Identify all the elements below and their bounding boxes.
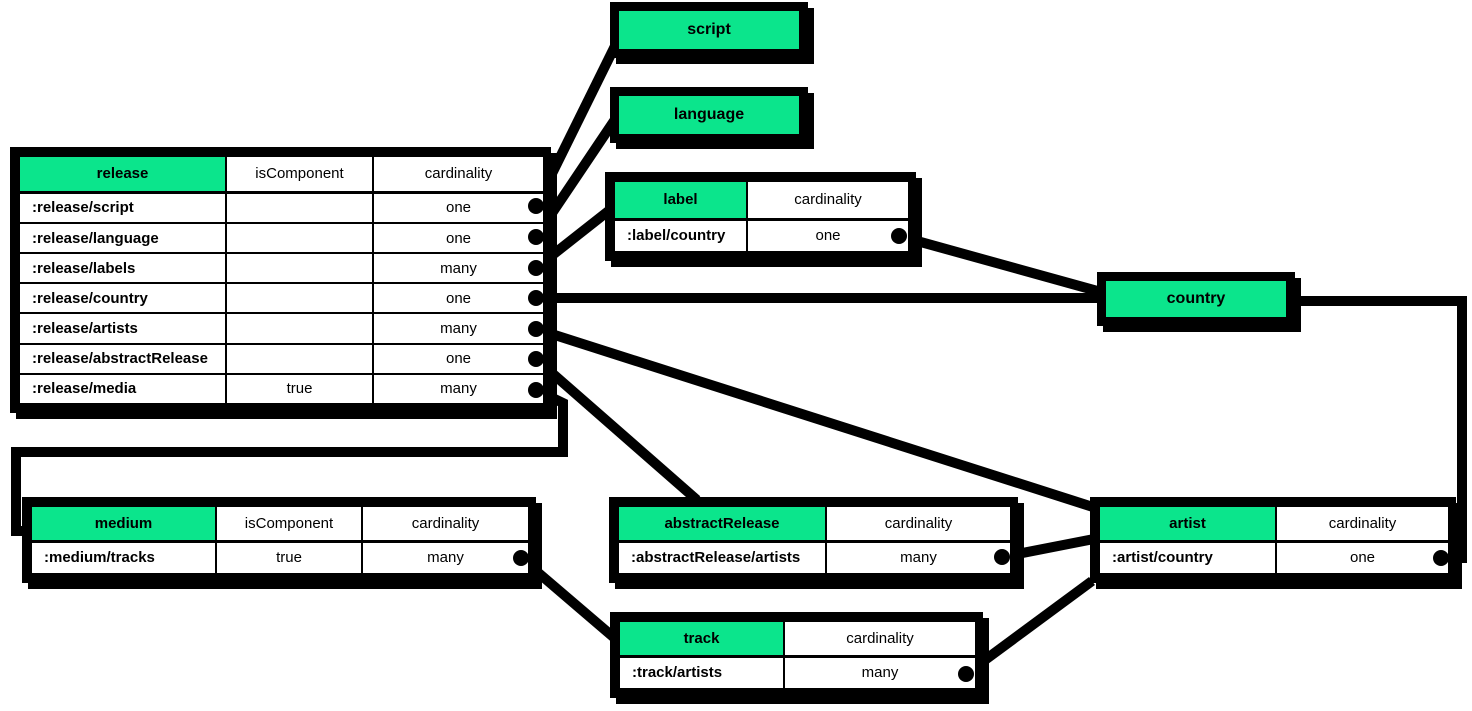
attribute-row: :release/language one xyxy=(18,221,545,255)
entity-language: language xyxy=(610,87,808,143)
edge-track-artists xyxy=(963,576,1095,679)
attribute-name: :release/script xyxy=(18,191,227,224)
attribute-row: :release/country one xyxy=(18,282,545,315)
attribute-value-cardinality: one xyxy=(1275,540,1450,575)
attribute-name: :artist/country xyxy=(1098,540,1277,575)
attribute-value-cardinality: many xyxy=(825,540,1012,575)
entity-country: country xyxy=(1097,272,1295,326)
edge-label-country xyxy=(897,231,1103,297)
attribute-row: :release/artists many xyxy=(18,312,545,345)
attribute-name: :release/artists xyxy=(18,312,227,345)
entity-script: script xyxy=(610,2,808,58)
column-header-cardinality: cardinality xyxy=(1275,505,1450,543)
attribute-value-cardinality: one xyxy=(746,218,910,253)
entity-title: release xyxy=(18,155,227,194)
entity-title: artist xyxy=(1098,505,1277,543)
attribute-value-isComponent xyxy=(225,312,374,345)
attribute-value-cardinality: one xyxy=(372,342,545,375)
edge-release-artists xyxy=(534,324,1098,513)
entity-title: script xyxy=(687,21,731,38)
edge-medium-tracks xyxy=(517,554,622,645)
entity-title: abstractRelease xyxy=(617,505,827,543)
column-header-cardinality: cardinality xyxy=(783,620,977,658)
attribute-value-isComponent xyxy=(225,221,374,255)
entity-title: label xyxy=(613,180,748,221)
column-header-cardinality: cardinality xyxy=(361,505,530,543)
attribute-name: :label/country xyxy=(613,218,748,253)
attribute-value-isComponent: true xyxy=(225,372,374,406)
column-header-cardinality: cardinality xyxy=(372,155,545,194)
entity-title: country xyxy=(1166,290,1226,307)
column-header-isComponent: isComponent xyxy=(225,155,374,194)
entity-title: medium xyxy=(30,505,217,543)
attribute-name: :abstractRelease/artists xyxy=(617,540,827,575)
attribute-value-cardinality: many xyxy=(372,312,545,345)
attribute-row: :release/abstractRelease one xyxy=(18,342,545,375)
attribute-row: :release/labels many xyxy=(18,252,545,285)
attribute-value-isComponent xyxy=(225,342,374,375)
entity-title: language xyxy=(673,106,745,123)
attribute-value-cardinality: many xyxy=(372,372,545,406)
attribute-row: :release/script one xyxy=(18,191,545,224)
attribute-name: :release/language xyxy=(18,221,227,255)
attribute-name: :release/abstractRelease xyxy=(18,342,227,375)
attribute-value-isComponent xyxy=(225,282,374,315)
attribute-value-cardinality: one xyxy=(372,282,545,315)
column-header-isComponent: isComponent xyxy=(215,505,363,543)
attribute-name: :track/artists xyxy=(618,655,785,690)
attribute-value-isComponent xyxy=(225,252,374,285)
attribute-name: :release/country xyxy=(18,282,227,315)
column-header-cardinality: cardinality xyxy=(825,505,1012,543)
attribute-value-cardinality: many xyxy=(361,540,530,575)
attribute-value-cardinality: many xyxy=(783,655,977,690)
column-header-cardinality: cardinality xyxy=(746,180,910,221)
attribute-value-isComponent xyxy=(225,191,374,224)
attribute-name: :medium/tracks xyxy=(30,540,217,575)
attribute-value-cardinality: one xyxy=(372,191,545,224)
entity-title: track xyxy=(618,620,785,658)
edge-release-abstractRelease xyxy=(532,355,701,504)
attribute-value-cardinality: many xyxy=(372,252,545,285)
attribute-value-cardinality: one xyxy=(372,221,545,255)
attribute-name: :release/labels xyxy=(18,252,227,285)
attribute-value-isComponent: true xyxy=(215,540,363,575)
edge-release-media xyxy=(11,385,568,536)
attribute-name: :release/media xyxy=(18,372,227,406)
